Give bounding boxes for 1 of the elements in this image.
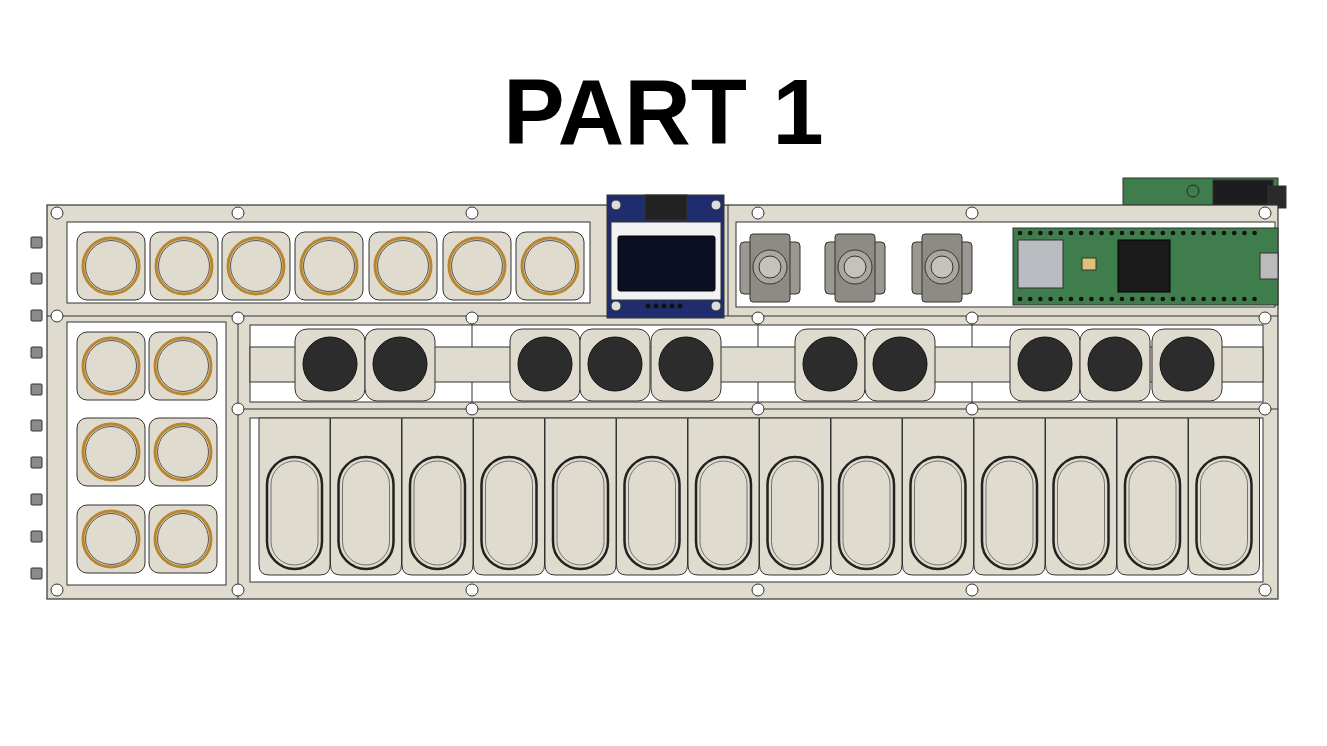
page-title: PART 1: [503, 61, 824, 163]
